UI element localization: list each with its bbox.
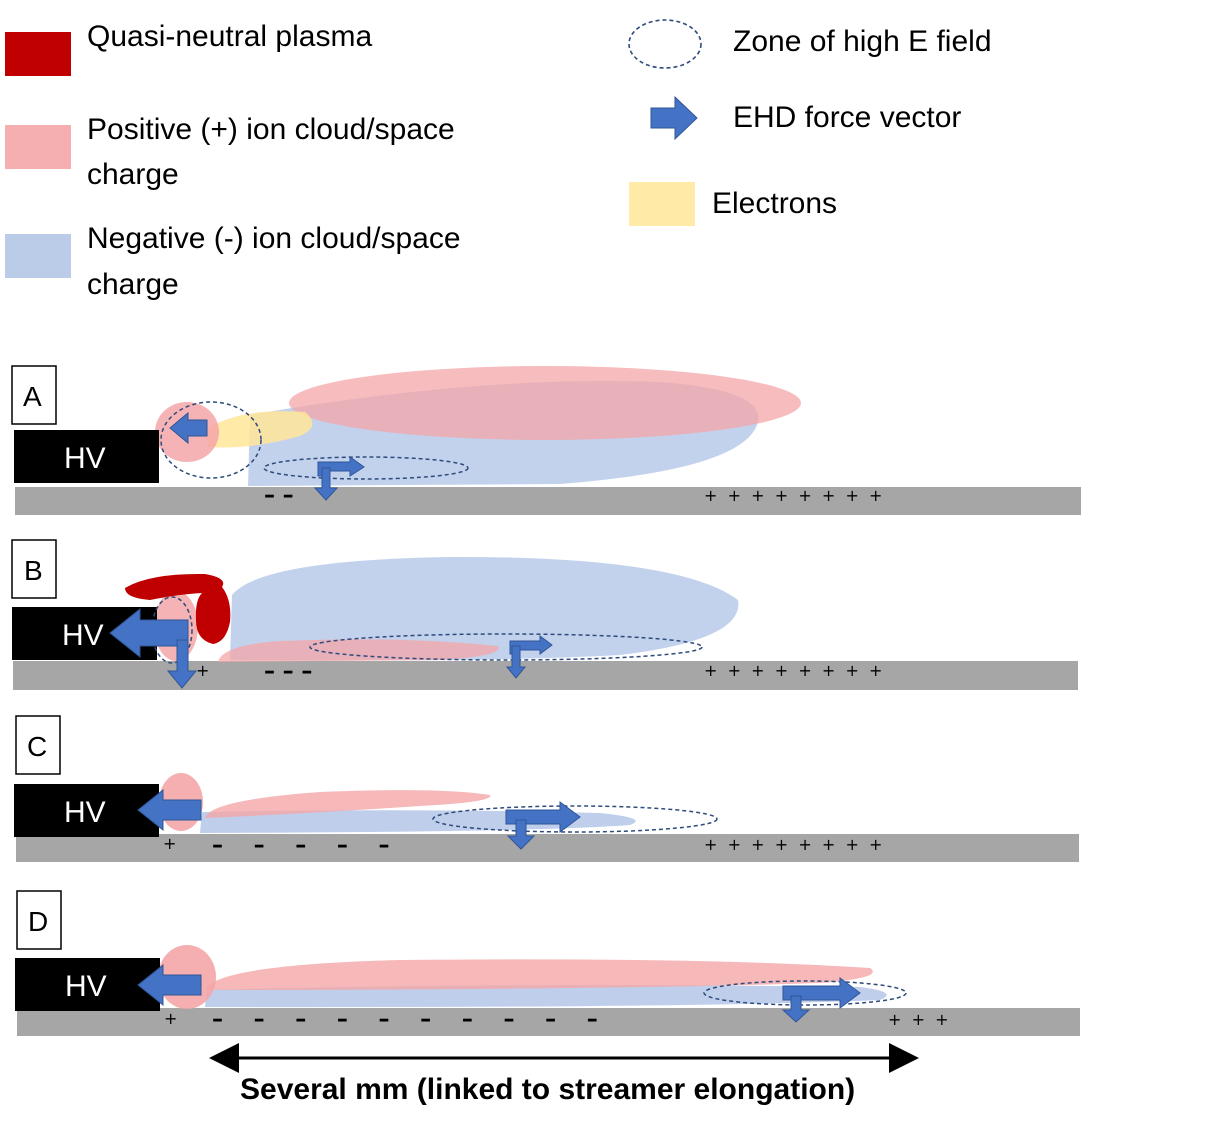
panel-a-ehd-arrow-down — [313, 467, 339, 501]
panel-d-minus-charges: – – – – – – – – – – — [212, 1007, 598, 1032]
panel-a-label-box — [11, 365, 57, 425]
panel-d-negative-cloud — [205, 985, 887, 1008]
legend-quasi-neutral-label: Quasi-neutral plasma — [87, 20, 372, 53]
panel-a-ehd-arrow-left — [169, 411, 208, 445]
panel-b-label: B — [24, 555, 43, 586]
panel-b-plus-charges: + + + + + + + + — [704, 661, 882, 680]
panel-d-plus-charges: + + + — [888, 1010, 949, 1029]
panel-b-minus-charges: – – – — [264, 659, 312, 684]
legend-high-field-icon — [628, 19, 702, 69]
panel-d-label: D — [28, 906, 48, 937]
legend: Quasi-neutral plasma Positive (+) ion cl… — [5, 19, 992, 301]
panel-a-plus-charges: + + + + + + + + — [704, 486, 882, 505]
panel-b: B HV + – – – + + + + + + + + — [11, 539, 1078, 690]
panel-d: D HV + – – – – – – – – – – + + + — [15, 890, 1080, 1036]
panel-d-dielectric — [17, 1008, 1080, 1036]
legend-positive-label-line2: charge — [87, 158, 179, 191]
panel-a-minus-charges: – – — [264, 483, 294, 508]
panel-d-positive-cloud — [205, 959, 873, 990]
panel-b-ehd-arrow-down — [166, 639, 198, 689]
panel-a-dielectric — [15, 487, 1081, 515]
panel-c-hv-electrode — [14, 784, 159, 837]
panel-a-high-field-zone-head — [160, 401, 262, 479]
panel-c-ehd-arrow-left — [137, 788, 202, 832]
panel-b-high-field-zone-surface — [309, 633, 703, 661]
legend-electrons-swatch — [629, 182, 695, 226]
panel-b-positive-tail — [218, 639, 499, 662]
panel-c-label-box — [15, 715, 61, 775]
legend-ehd-arrow-icon — [650, 95, 698, 141]
legend-quasi-neutral-swatch — [5, 32, 71, 76]
scale-bar: Several mm (linked to streamer elongatio… — [209, 1043, 919, 1106]
panel-a-high-field-zone-surface — [263, 456, 469, 480]
panel-c-plus-charges: + + + + + + + + — [704, 835, 882, 854]
panel-a-positive-cloud — [289, 366, 801, 440]
panel-d-plus-left: + — [164, 1009, 177, 1028]
scale-bar-label: Several mm (linked to streamer elongatio… — [240, 1073, 855, 1106]
panel-c-dielectric — [16, 834, 1079, 862]
panel-c-minus-charges: – – – – – — [212, 833, 390, 858]
panel-b-ehd-arrow-down-surface — [505, 645, 527, 679]
panel-c-positive-cloud — [205, 790, 491, 818]
panel-c-plus-left: + — [163, 834, 176, 853]
panel-c-label: C — [27, 731, 47, 762]
panel-a-hv-electrode — [14, 430, 159, 483]
panel-b-plus-left: + — [196, 661, 209, 680]
legend-positive-swatch — [5, 125, 71, 169]
panel-c: C HV + – – – – – + + + + + + + + — [14, 715, 1079, 862]
legend-negative-label-line1: Negative (-) ion cloud/space — [87, 222, 461, 255]
legend-high-field-label: Zone of high E field — [733, 25, 992, 58]
panel-d-hv-electrode — [15, 958, 160, 1011]
panel-a-hv-label: HV — [64, 442, 106, 475]
legend-positive-label-line1: Positive (+) ion cloud/space — [87, 113, 455, 146]
panel-d-ehd-arrow-down — [781, 995, 811, 1023]
panel-c-ehd-arrow-right — [505, 801, 581, 833]
legend-negative-label-line2: charge — [87, 268, 179, 301]
panel-c-high-field-zone — [432, 805, 718, 833]
panel-b-label-box — [11, 539, 57, 599]
panel-a-label: A — [23, 381, 42, 412]
panel-c-hv-label: HV — [64, 796, 106, 829]
panel-d-high-field-zone — [703, 980, 907, 1006]
panel-c-ehd-arrow-down — [506, 819, 536, 850]
legend-negative-swatch — [5, 234, 71, 278]
legend-electrons-label: Electrons — [712, 187, 837, 220]
panel-d-label-box — [16, 890, 62, 950]
panel-a: A HV – – + + + + + + + + — [11, 365, 1081, 515]
legend-ehd-label: EHD force vector — [733, 101, 961, 134]
panel-b-negative-cloud — [230, 556, 739, 661]
panel-d-hv-label: HV — [65, 970, 107, 1003]
panel-d-ehd-arrow-left — [137, 963, 202, 1007]
panel-b-quasi-neutral-plasma — [125, 573, 231, 644]
panel-b-hv-label: HV — [62, 619, 104, 652]
